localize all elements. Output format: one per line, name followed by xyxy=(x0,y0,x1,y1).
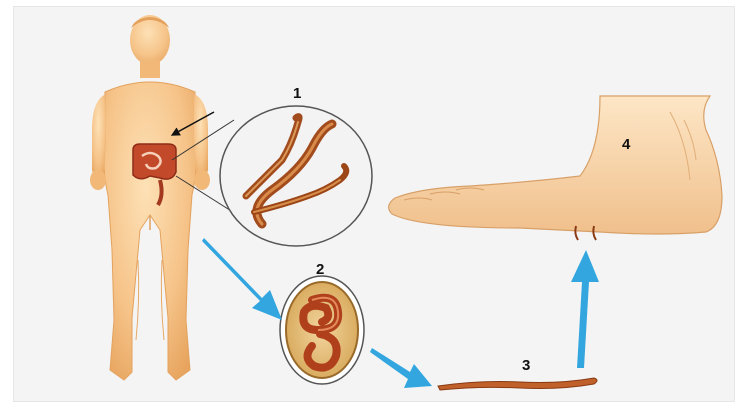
larva-icon xyxy=(438,378,597,390)
label-larva: 3 xyxy=(522,358,530,373)
worm-magnifier-icon xyxy=(220,106,372,246)
cycle-arrow-icon xyxy=(202,238,599,388)
label-adult-worm: 1 xyxy=(293,86,301,101)
label-egg: 2 xyxy=(316,262,324,277)
human-body-icon xyxy=(90,15,210,380)
egg-icon xyxy=(280,276,364,384)
foot-icon xyxy=(389,96,722,240)
label-foot: 4 xyxy=(622,137,630,152)
